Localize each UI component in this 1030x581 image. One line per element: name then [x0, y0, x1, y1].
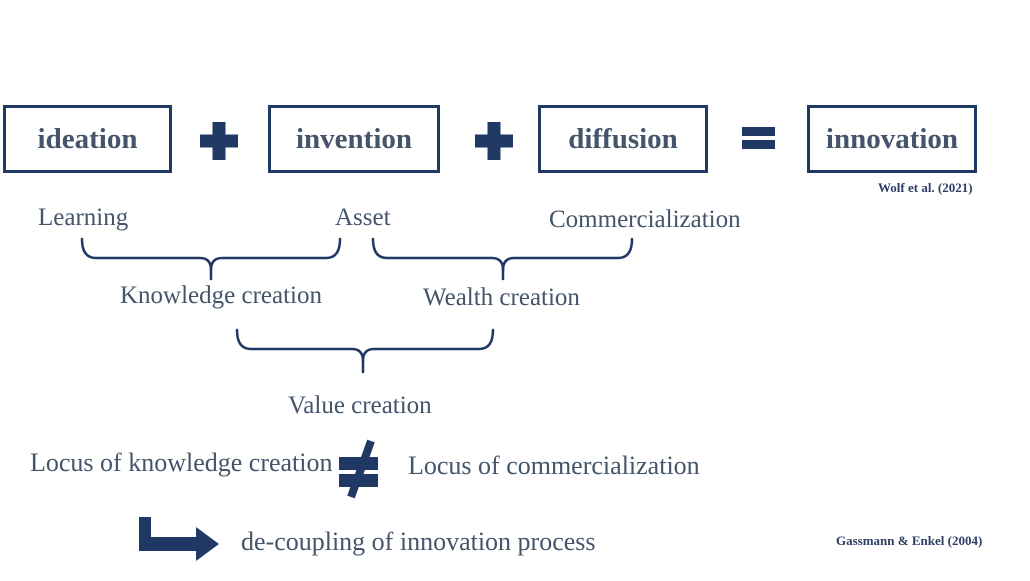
label-decoupling: de-coupling of innovation process [241, 527, 596, 556]
brace-knowledge-creation [80, 237, 342, 281]
box-innovation-label: innovation [825, 122, 959, 155]
brace-wealth-creation [371, 237, 634, 281]
label-learning: Learning [38, 204, 129, 231]
elbow-right-arrow-icon [139, 517, 219, 561]
box-invention: invention [268, 105, 440, 173]
label-wealth-creation: Wealth creation [423, 284, 580, 311]
box-innovation: innovation [807, 105, 977, 173]
box-diffusion-label: diffusion [568, 122, 678, 155]
box-ideation: ideation [3, 105, 172, 173]
not-equal-icon [339, 439, 378, 499]
plus-icon-2 [475, 122, 513, 160]
label-value-creation: Value creation [288, 392, 432, 419]
box-ideation-label: ideation [37, 122, 138, 155]
box-diffusion: diffusion [538, 105, 708, 173]
plus-icon-1 [200, 122, 238, 160]
label-asset: Asset [335, 204, 391, 231]
equals-icon [742, 127, 775, 149]
citation-wolf: Wolf et al. (2021) [878, 180, 973, 195]
box-invention-label: invention [295, 122, 413, 155]
label-knowledge-creation: Knowledge creation [120, 282, 323, 309]
label-commercialization: Commercialization [549, 206, 741, 233]
citation-gassmann-enkel: Gassmann & Enkel (2004) [836, 533, 983, 548]
label-locus-knowledge: Locus of knowledge creation [30, 448, 333, 477]
brace-value-creation [235, 328, 495, 374]
label-locus-commercialization: Locus of commercialization [408, 451, 700, 480]
